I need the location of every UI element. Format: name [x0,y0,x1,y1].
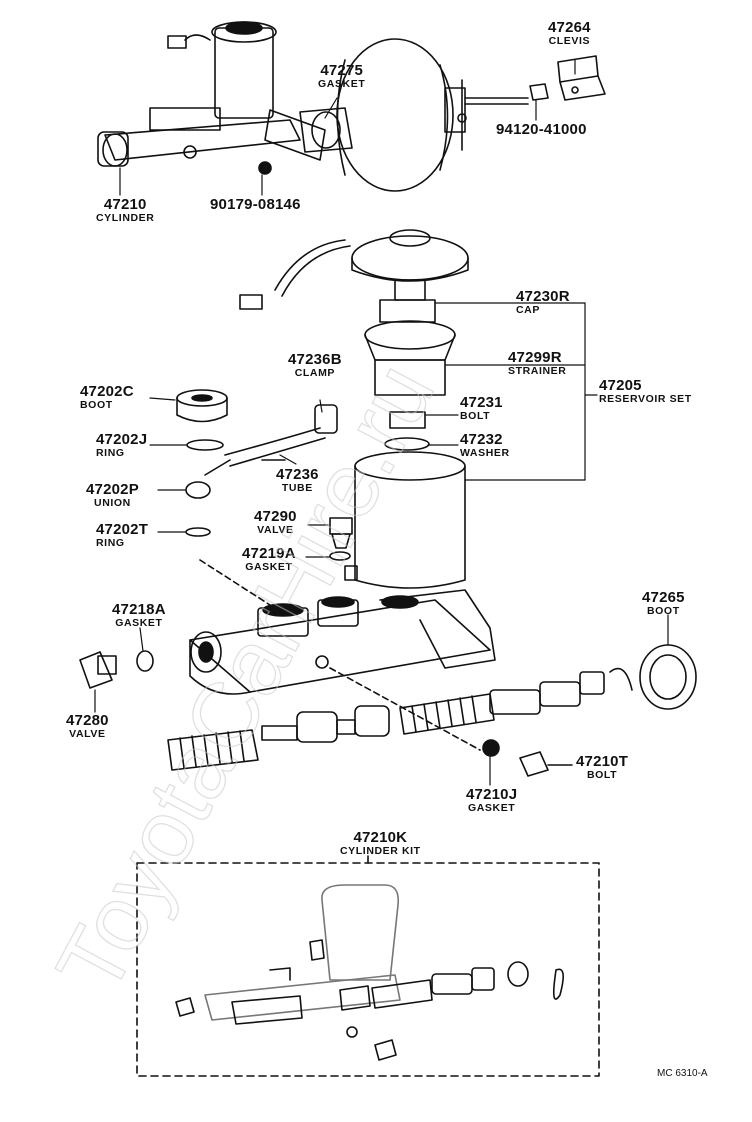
label-47218a: 47218A GASKET [112,602,166,629]
reservoir-leader-lines [424,302,598,481]
part-number: 47264 [548,19,591,36]
part-name: RESERVOIR SET [599,393,692,405]
part-name: GASKET [245,561,293,573]
label-47210: 47210 CYLINDER [96,197,154,224]
gasket-47275-drawing [299,107,353,153]
label-47202j: 47202J RING [96,432,147,459]
label-47210t: 47210T BOLT [576,754,628,781]
part-number: 47265 [642,589,685,606]
part-name: CLAMP [294,367,336,379]
part-number: 47236 [276,466,319,483]
label-47202t: 47202T RING [96,522,148,549]
label-47219a: 47219A GASKET [242,546,296,573]
reservoir-cap-drawing [239,229,469,323]
valve-47290-drawing [329,517,353,561]
part-number: 47219A [242,545,296,562]
part-number: 47210J [466,786,518,803]
boot-47265-drawing [609,644,697,710]
part-name: GASKET [318,78,366,90]
part-number: 47218A [112,601,166,618]
label-47230r: 47230R CAP [516,289,570,316]
part-name: TUBE [281,482,313,494]
part-name: BOLT [586,769,618,781]
label-47280: 47280 VALVE [66,713,109,740]
part-number: 47210T [576,753,629,770]
master-cylinder-top-drawing [97,21,326,175]
part-name: CYLINDER KIT [340,845,421,857]
part-number: 47299R [508,349,562,366]
part-name: CAP [516,304,540,316]
label-47231: 47231 BOLT [460,395,503,422]
part-number: 47202C [80,383,134,400]
leader-lines [94,59,669,786]
part-name: GASKET [115,617,163,629]
tube-assembly-drawing [176,389,338,537]
label-47205: 47205 RESERVOIR SET [599,378,692,405]
label-47275: 47275 GASKET [318,63,365,90]
part-name: CLEVIS [548,35,591,47]
gasket-47218a-drawing [136,650,154,672]
reservoir-body-drawing [344,411,466,589]
part-number: 47202T [96,521,149,538]
part-number: 47290 [254,508,297,525]
part-name: WASHER [460,447,510,459]
part-number: 47202P [86,481,139,498]
part-number: 47280 [66,712,109,729]
part-name: UNION [94,497,131,509]
part-number: 47231 [460,394,503,411]
part-number: 47236B [288,351,342,368]
cylinder-kit-box [136,855,600,1077]
valve-47280-drawing [79,651,117,689]
part-name: RING [96,537,125,549]
part-number: 47205 [599,377,642,394]
brake-booster-drawing [336,38,529,192]
part-number: 47232 [460,431,503,448]
label-47236b: 47236B CLAMP [288,352,342,379]
label-90179-08146: 90179-08146 [210,197,301,212]
part-name: BOOT [80,399,113,411]
part-name: BOLT [460,410,491,422]
part-name: VALVE [69,728,106,740]
part-name: GASKET [467,802,516,814]
strainer-drawing [364,320,456,396]
part-name: BOOT [646,605,680,617]
label-47202p: 47202P UNION [86,482,139,509]
piston-springs-drawing [167,671,605,777]
part-name: RING [96,447,125,459]
label-47290: 47290 VALVE [254,509,297,536]
master-cylinder-body-drawing [189,559,496,751]
label-47202c: 47202C BOOT [80,384,134,411]
part-number: 47275 [320,62,364,79]
part-number: 47202J [96,431,148,448]
label-47236: 47236 TUBE [276,467,319,494]
label-47264: 47264 CLEVIS [548,20,591,47]
part-number: 94120-41000 [496,121,587,138]
label-47210j: 47210J GASKET [466,787,517,814]
label-47210k: 47210K CYLINDER KIT [340,830,421,857]
part-number: 47210 [103,196,147,213]
label-47265: 47265 BOOT [642,590,685,617]
part-number: 47230R [516,288,570,305]
clevis-drawing [529,55,606,101]
label-47299r: 47299R STRAINER [508,350,566,377]
diagram-code: MC 6310-A [657,1068,708,1079]
part-name: CYLINDER [96,212,155,224]
part-name: VALVE [257,524,294,536]
part-number: 47210K [353,829,408,846]
part-name: STRAINER [508,365,567,377]
label-94120-41000: 94120-41000 [496,122,587,137]
part-number: 90179-08146 [210,196,301,213]
label-47232: 47232 WASHER [460,432,510,459]
